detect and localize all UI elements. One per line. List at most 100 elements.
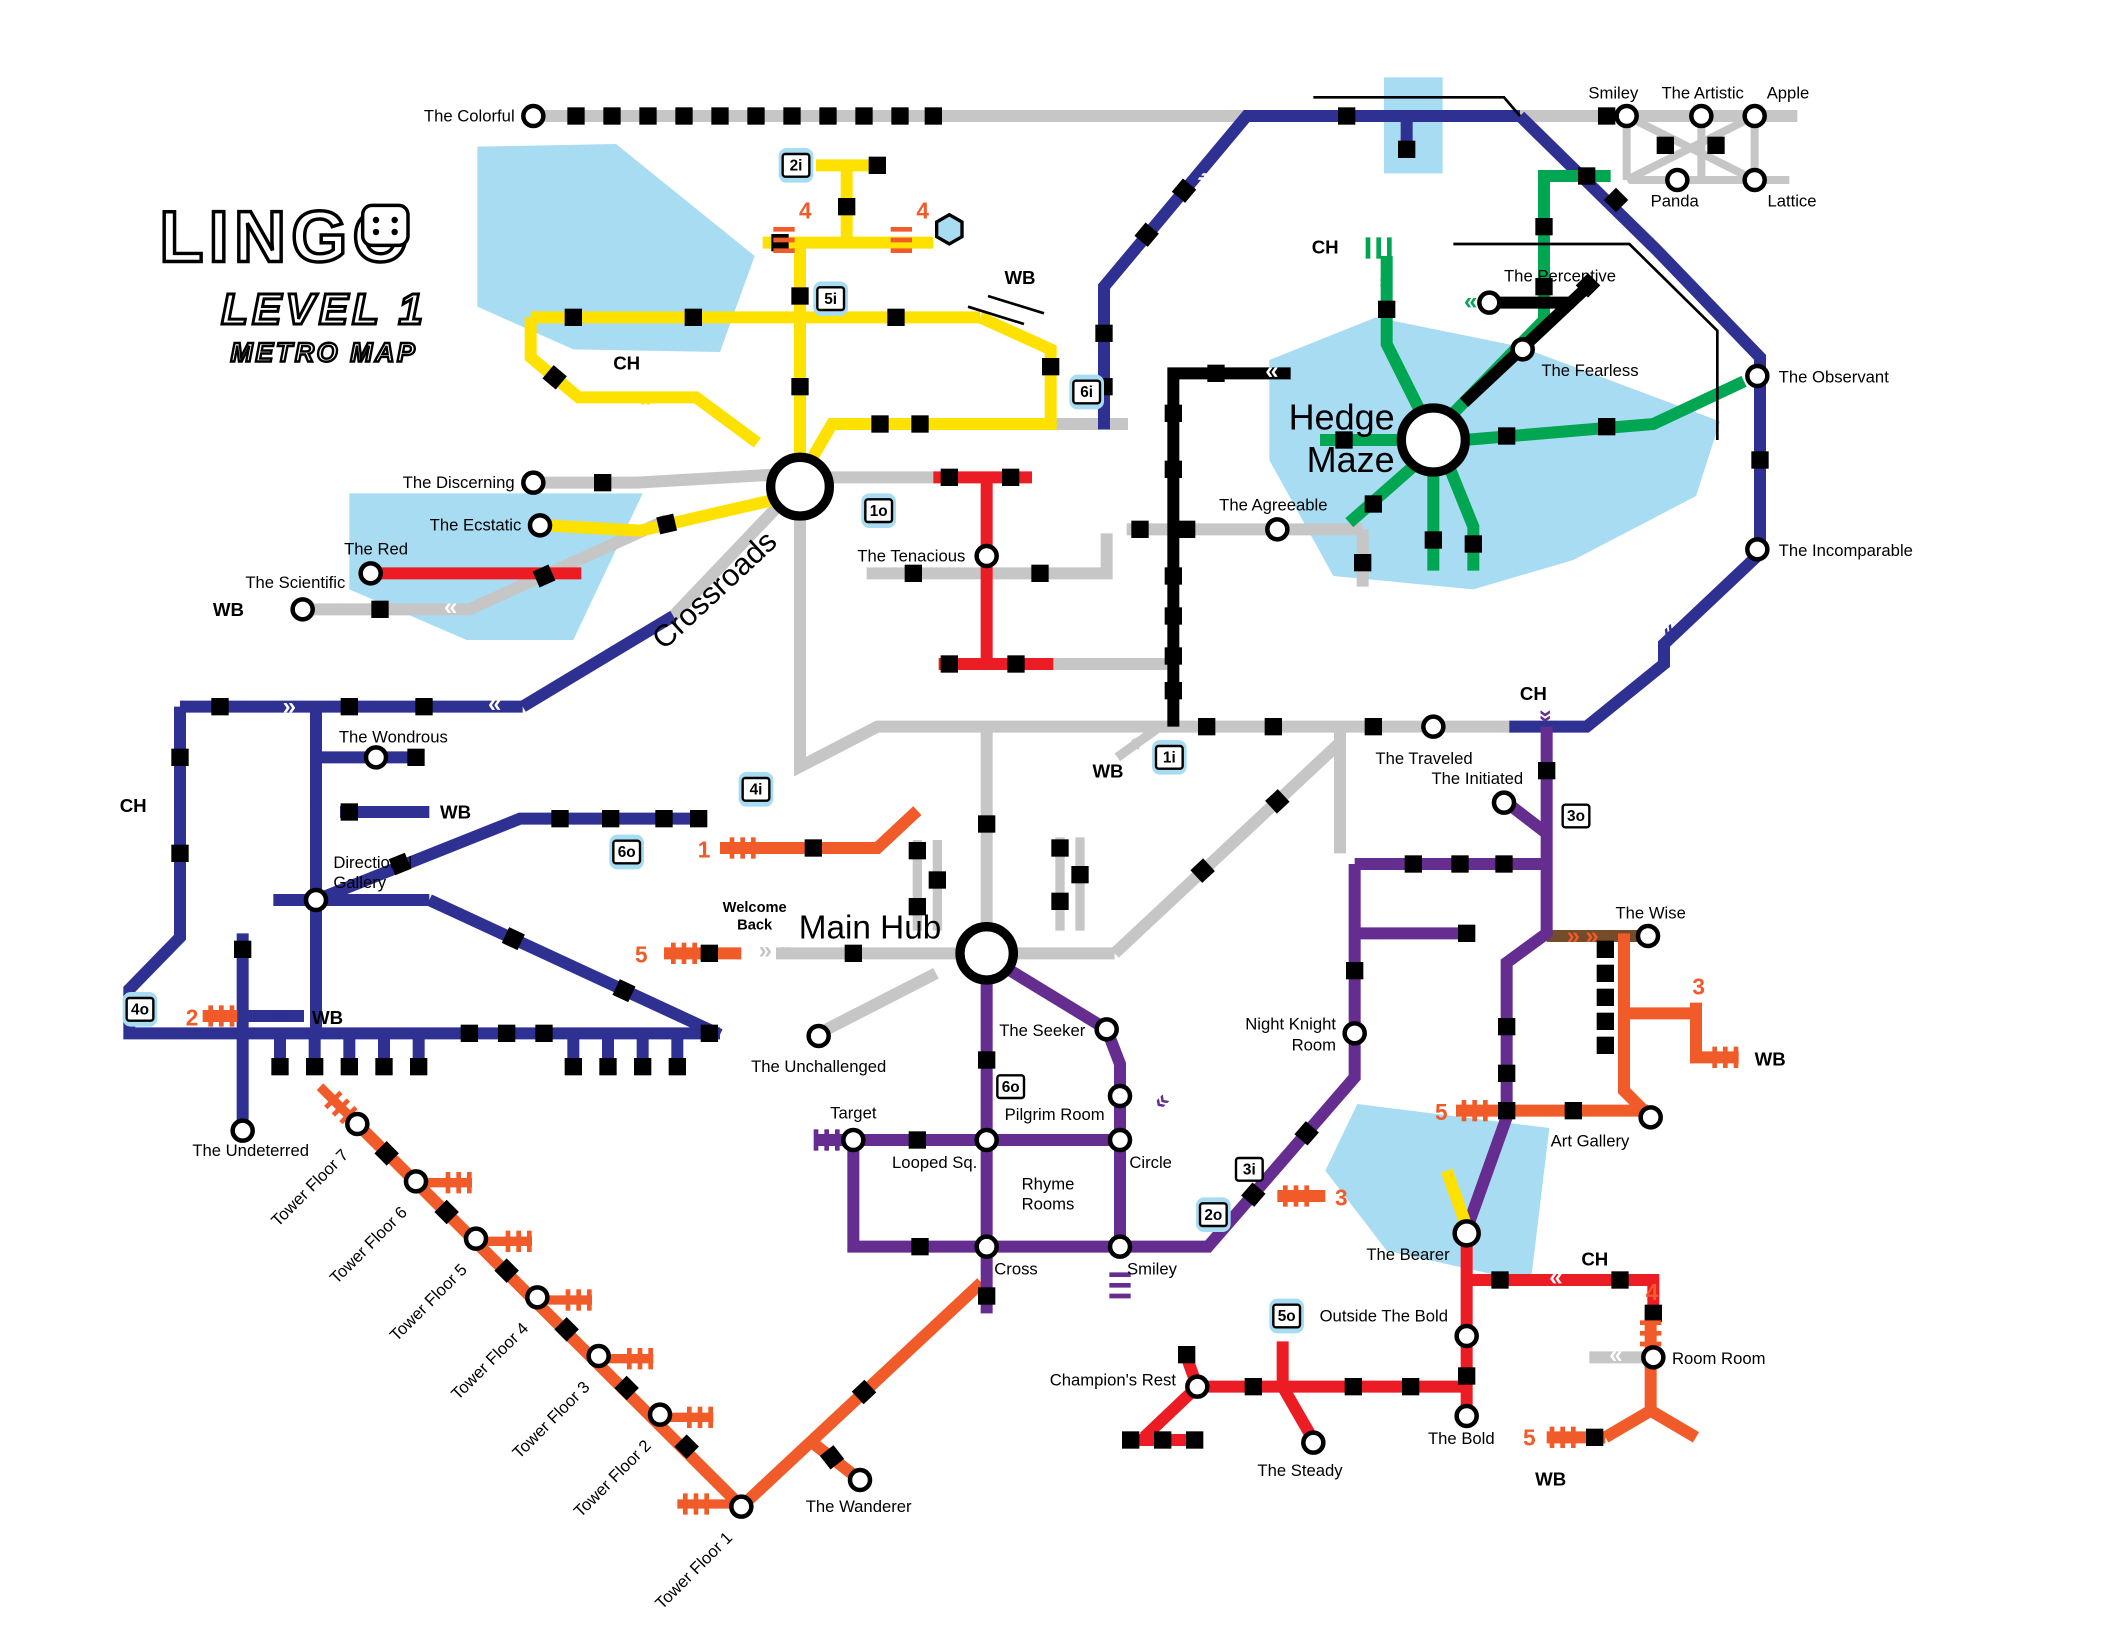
map-label: The Observant [1779,368,1890,387]
station-the-unchallenged [806,1023,831,1049]
metro-line-yellow [524,317,761,448]
metro-line-gray [1624,112,1757,184]
map-label: CH [120,795,147,816]
station-square [675,107,693,125]
station-square [1451,855,1469,873]
station-square [978,1287,996,1305]
map-label: Lattice [1767,192,1816,211]
station-cross [974,1234,999,1259]
water-region [1269,317,1720,590]
map-label: WB [213,599,244,620]
station-square [1031,564,1049,582]
station-square [1164,607,1182,625]
map-label: Room [1292,1036,1336,1055]
map-label: Main Hub [799,910,942,947]
map-label: WB [312,1007,343,1028]
station-square [1134,222,1159,247]
station-square [171,844,189,862]
map-label: Tower Floor 2 [570,1436,655,1521]
map-label: The Agreeable [1219,496,1327,515]
station-the-seeker [1094,1017,1119,1042]
hexagon-icon [935,212,964,246]
station-square [1164,682,1182,700]
map-label: The Wise [1615,904,1685,923]
station-the-bearer [1452,1219,1481,1248]
metro-line-green [1345,459,1420,528]
terminus-ticks-icon [324,1090,358,1125]
station-square [1154,1431,1172,1449]
map-label: The Fearless [1541,361,1638,380]
station-square [1656,136,1674,154]
line-badge [781,152,811,178]
map-label: CH [613,352,640,373]
station-square [1586,1428,1604,1446]
station-square [498,1024,516,1042]
station-square [908,1131,926,1149]
metro-line-green [1380,256,1430,422]
metro-line-purple [1500,864,1553,1118]
map-label: Tower Floor 4 [447,1319,532,1404]
station-square [1007,655,1025,673]
line-badge-label: 6o [618,844,636,861]
terminus-ticks-icon [1549,1426,1576,1448]
station-square [911,1238,929,1256]
metro-line-orange [1690,1002,1739,1064]
station-square [1596,940,1614,958]
station-square [851,1379,877,1405]
station-square [1424,531,1442,549]
direction-chevron-icon: » [1533,709,1560,722]
station-square [690,810,708,828]
station-square [1404,855,1422,873]
map-label: Room Room [1672,1349,1766,1368]
terminus-ticks-icon [1461,1099,1488,1122]
metro-line-navy [313,812,699,906]
station-the-colorful [521,103,546,129]
map-label: The Incomparable [1779,541,1913,560]
station-smiley [1107,1234,1133,1259]
metro-line-yellow [808,311,1057,460]
direction-chevron-icon: » [1123,729,1148,759]
station-square [655,810,673,828]
station-square [564,1058,582,1076]
metro-line-yellow [546,492,781,537]
metro-line-gray [533,468,774,489]
station-square [306,1058,324,1076]
line-badge-label: 1i [1163,750,1176,767]
station-square [599,1058,617,1076]
station-panda [1665,167,1690,193]
station-square [1164,567,1182,585]
map-label: The Perceptive [1504,266,1616,285]
station-square [460,1024,478,1042]
station-square [1354,554,1372,572]
map-label: 3 [1335,1184,1348,1210]
station-square [1071,866,1089,884]
station-the-red [358,561,383,586]
map-label: Smiley [1127,1260,1178,1279]
station-the-bold [1454,1403,1479,1429]
station-lattice [1742,167,1767,193]
map-label: The Bold [1428,1429,1495,1448]
terminus-ticks-icon [1109,1272,1131,1299]
station-square [1498,1018,1516,1036]
station-square [804,839,822,857]
map-label: Tower Floor 3 [509,1377,594,1462]
station-square [532,564,556,588]
station-square [978,815,996,833]
metro-line-orange [1618,933,1650,1117]
station-square [1458,1367,1476,1385]
station-square [1498,1102,1516,1120]
metro-line-gray [794,516,1514,777]
station-the-discerning [521,470,546,495]
station-art-gallery [1638,1105,1663,1130]
line-badge-label: 6i [1080,384,1093,401]
map-label: Gallery [333,873,386,892]
direction-chevron-icon: » [1549,1267,1562,1294]
station-the-undeterred [230,1118,255,1143]
station-square [1644,1304,1662,1322]
map-label: Panda [1651,192,1700,211]
line-badge [996,1074,1026,1100]
station-square [1051,839,1069,857]
map-label: Tower Floor 5 [386,1260,471,1345]
station-the-traveled [1421,714,1446,739]
